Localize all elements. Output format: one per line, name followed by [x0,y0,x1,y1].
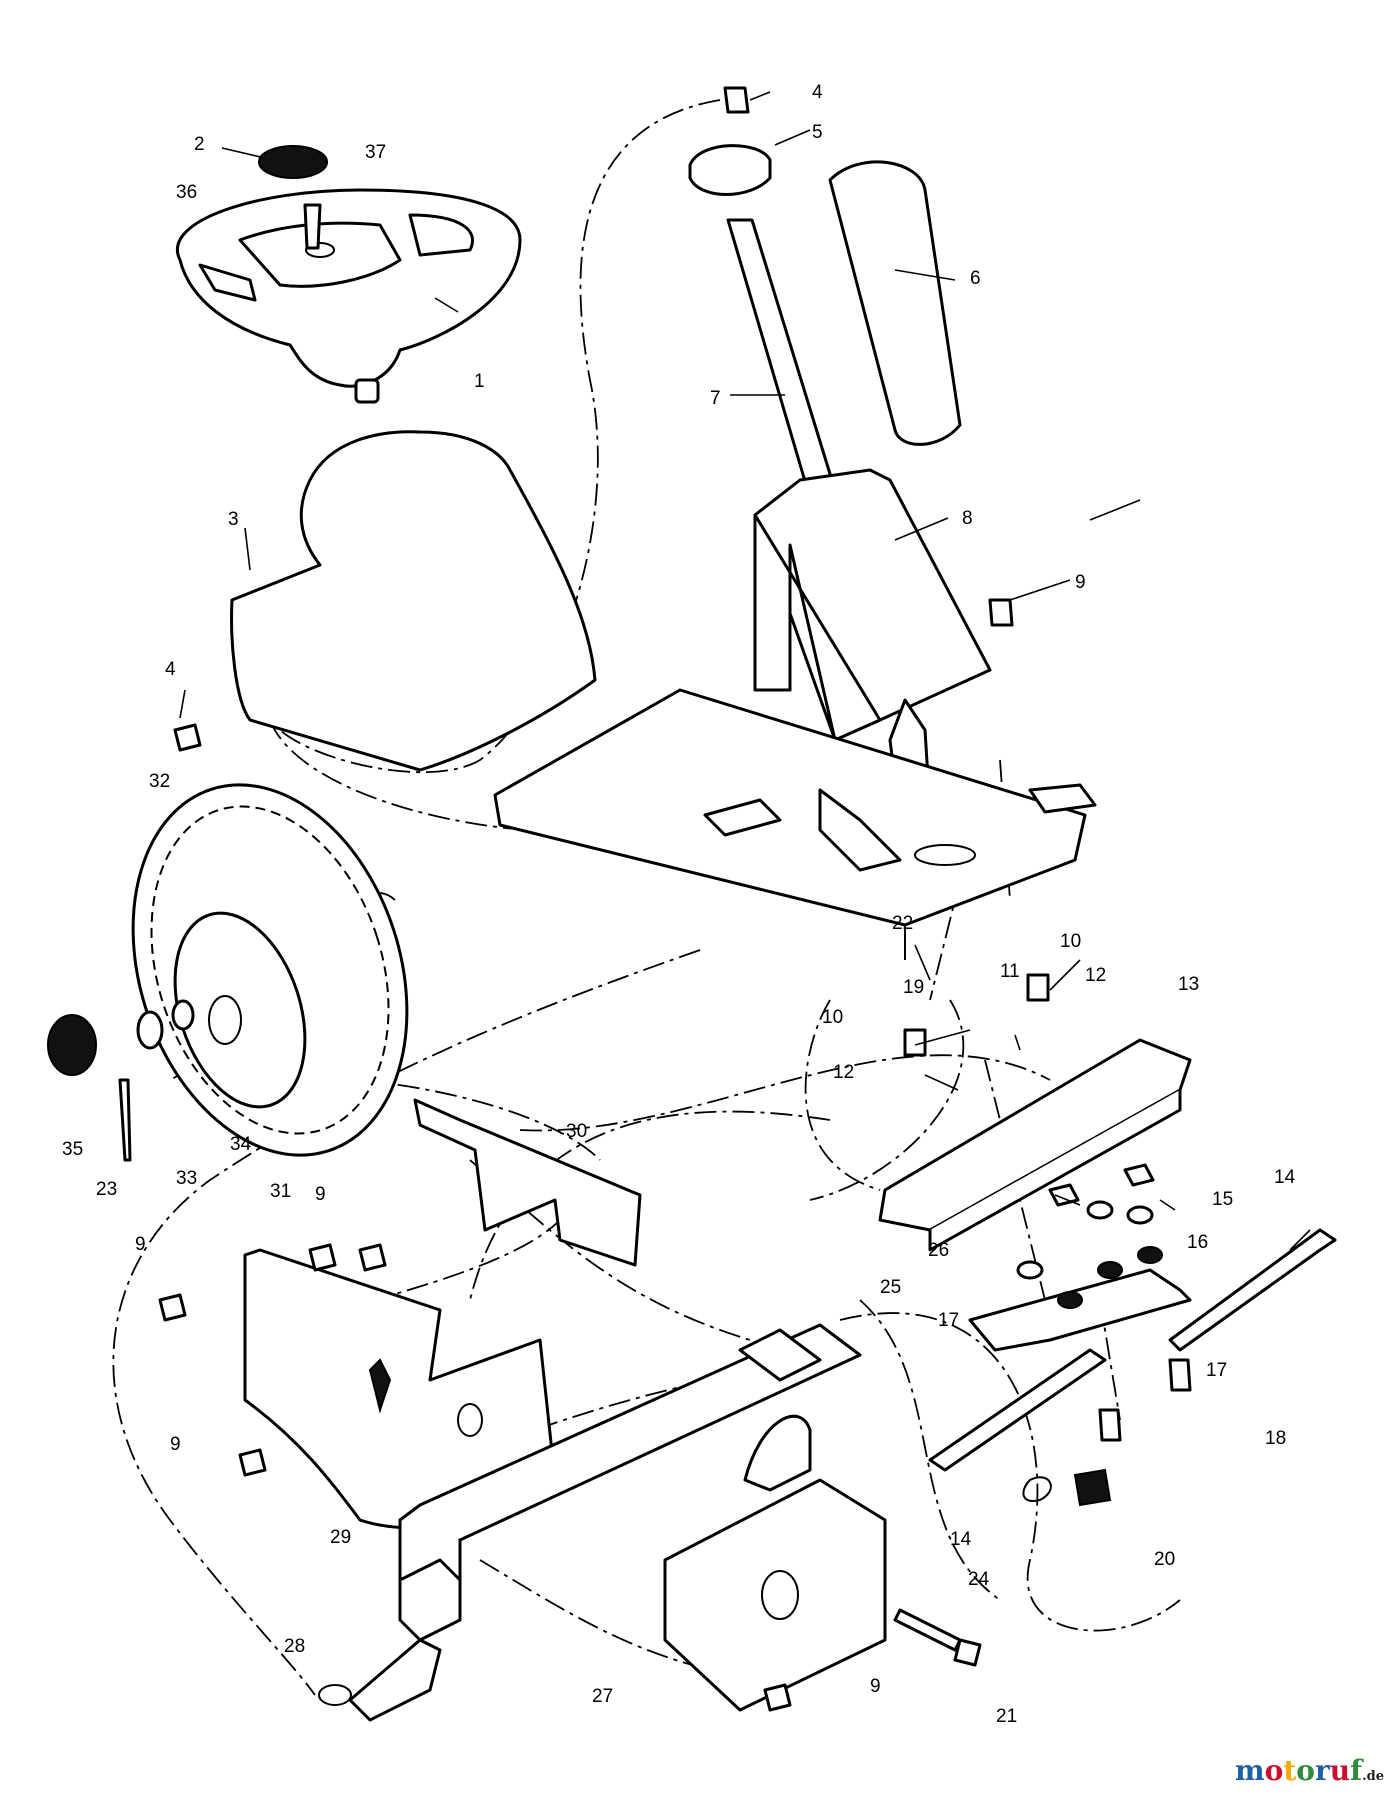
callout-24: 24 [968,1569,990,1590]
callout-12-left: 12 [833,1062,854,1083]
callout-6: 6 [970,268,981,289]
callout-2: 2 [194,134,205,155]
callout-32: 32 [149,771,170,792]
callout-7: 7 [710,388,721,409]
callout-8: 8 [962,508,973,529]
hex-nut [1048,1183,1080,1207]
callout-26: 26 [928,1240,949,1261]
tie-rods [928,1228,1337,1472]
hex-nut [1123,1163,1155,1187]
callout-28: 28 [284,1636,305,1657]
wheel-washer-outer [136,1010,164,1050]
callout-30: 30 [566,1121,587,1142]
callout-16: 16 [1187,1232,1208,1253]
callout-10-right: 10 [1060,931,1081,952]
callout-9-bracket: 9 [315,1184,326,1205]
watermark-letter-f: f [1350,1754,1364,1787]
callout-4-left: 4 [165,659,176,680]
callout-9-lower: 9 [170,1434,181,1455]
spindle [318,1558,462,1722]
axle-bracket [663,1478,887,1712]
watermark-tld: .de [1362,1769,1384,1784]
callout-19: 19 [903,977,924,998]
watermark-letter-t: t [1283,1754,1296,1787]
callout-31: 31 [270,1181,291,1202]
callout-23: 23 [96,1179,117,1200]
main-frame [493,688,1097,960]
callout-20: 20 [1154,1549,1175,1570]
callout-33: 33 [176,1168,197,1189]
wheel-cap [258,145,328,179]
wheel-bolt [303,203,322,250]
watermark-letter-m: m [1235,1754,1265,1787]
hub-cap [47,1014,97,1076]
callout-27: 27 [592,1686,613,1707]
callout-5: 5 [812,122,823,143]
callout-36: 36 [176,182,197,203]
callout-3: 3 [228,509,239,530]
cotter-pin [118,1078,132,1162]
spindle-washer [318,1684,352,1706]
dash-cover [230,430,597,772]
steering-shaft [688,86,962,507]
callout-9-left: 9 [135,1234,146,1255]
watermark-letter-u: u [1330,1754,1350,1787]
callout-12-right: 12 [1085,965,1106,986]
callout-18: 18 [1265,1428,1286,1449]
callout-13: 13 [1178,974,1199,995]
watermark-letter-o2: o [1296,1754,1315,1787]
callout-34: 34 [230,1134,252,1155]
callout-1: 1 [474,371,485,392]
shaft-bushing [688,144,772,196]
callout-labels: 1 2 3 4 4 5 6 7 8 9 9 9 9 9 10 10 11 12 … [62,82,1296,1727]
grip-sleeve [828,160,962,446]
leader-lines [179,91,1311,1251]
front-wheel [47,783,409,1162]
watermark-letter-r: r [1315,1754,1331,1787]
callout-14-right: 14 [1274,1167,1296,1188]
callout-4-top: 4 [812,82,823,103]
pivot-bushing [1022,1468,1112,1507]
callout-15: 15 [1212,1189,1233,1210]
callout-37: 37 [365,142,386,163]
watermark-letter-o1: o [1265,1754,1284,1787]
callout-25: 25 [880,1277,901,1298]
callout-17-left: 17 [938,1310,959,1331]
tie-rod-plate [968,1163,1192,1352]
callout-21: 21 [996,1706,1017,1727]
callout-9-right: 9 [1075,572,1086,593]
callout-9-bottom: 9 [870,1676,881,1697]
callout-14-lower: 14 [950,1529,972,1550]
support-bolt [988,598,1014,627]
wheel-washer-inner [171,999,195,1031]
callout-35: 35 [62,1139,83,1160]
steering-wheel [176,145,522,404]
watermark-logo: motoruf.de [1235,1754,1384,1787]
callout-29: 29 [330,1527,351,1548]
watermark: motoruf.de [1235,1754,1384,1787]
callout-17-right: 17 [1206,1360,1227,1381]
callout-22: 22 [892,913,913,934]
callout-10-left: 10 [822,1007,843,1028]
bolts [158,723,1192,1712]
drag-link-bracket [878,1038,1192,1252]
top-bolt [723,86,750,114]
callout-11: 11 [1000,961,1020,982]
